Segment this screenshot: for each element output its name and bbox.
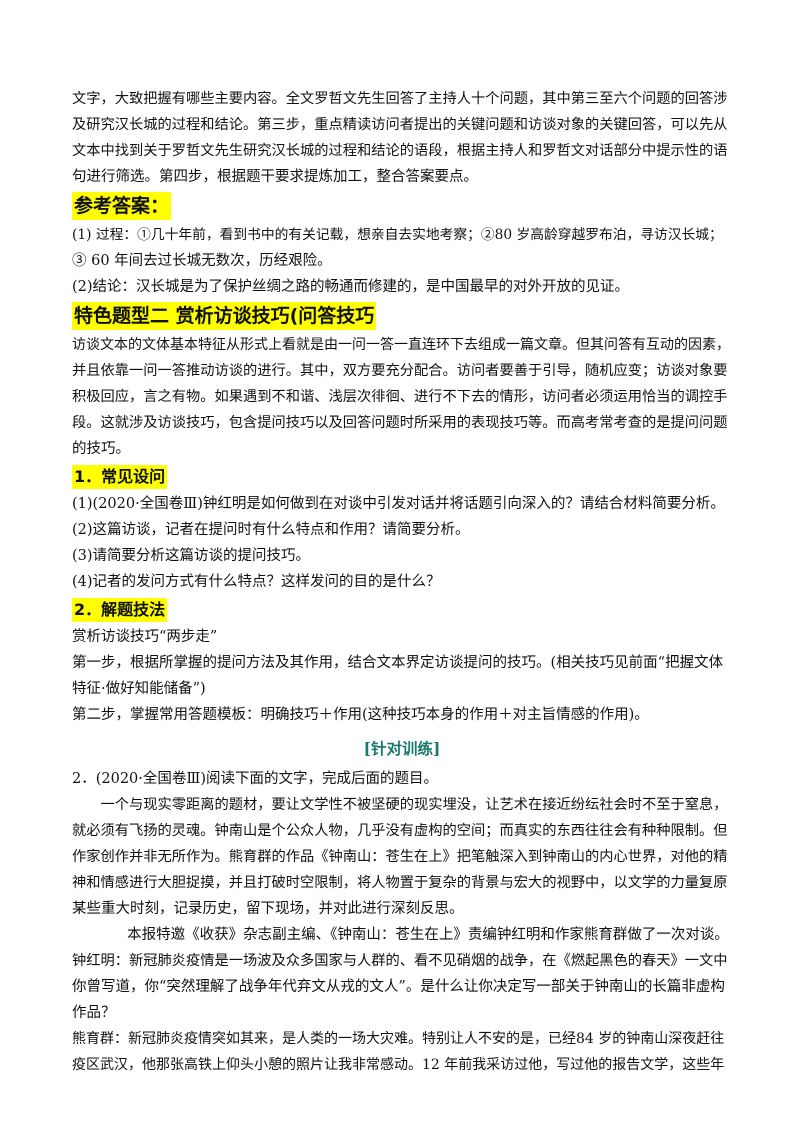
intro-line: 文字，大致把握有哪些主要内容。全文罗哲文先生回答了主持人十个问题，其中第三至六个… bbox=[72, 91, 728, 107]
answer-section: 参考答案： (1) 过程：①几十年前，看到书中的有关记载，想亲自去实地考察；②8… bbox=[72, 190, 732, 300]
passage-line: 作家创作并非无所作为。熊育群的作品《钟南山：苍生在上》把笔触深入到钟南山的内心世… bbox=[72, 849, 728, 865]
training-section: [针对训练] 2．(2020·全国卷Ⅲ)阅读下面的文字，完成后面的题目。 一个与… bbox=[72, 734, 732, 1078]
training-question: 2．(2020·全国卷Ⅲ)阅读下面的文字，完成后面的题目。 bbox=[72, 771, 439, 787]
passage-intro-line: 本报特邀《收获》杂志副主编、《钟南山：苍生在上》责编钟红明和作家熊育群做了一次对… bbox=[127, 927, 729, 943]
passage-line: 一个与现实零距离的题材，要让文学性不被坚硬的现实埋没，让艺术在接近纷纭社会时不至… bbox=[100, 797, 728, 813]
method-line: 赏析访谈技巧“两步走” bbox=[72, 629, 218, 645]
answer-item: (2)结论：汉长城是为了保护丝绸之路的畅通而修建的，是中国最早的对外开放的见证。 bbox=[72, 279, 630, 295]
dialog-line: 作品？ bbox=[72, 1005, 116, 1021]
answer-item: (1) 过程：①几十年前，看到书中的有关记载，想亲自去实地考察；②80 岁高龄穿… bbox=[72, 227, 723, 243]
feature-section: 特色题型二 赏析访谈技巧(问答技巧 访谈文本的文体基本特征从形式上看就是由一问一… bbox=[72, 300, 732, 462]
section-paragraph-line: 积极回应，言之有物。如果遇到不和谐、浅层次徘徊、进行不下去的情形，访问者必须运用… bbox=[72, 389, 728, 405]
common-questions-heading: 1．常见设问 bbox=[72, 465, 168, 489]
dialog-line: 熊育群：新冠肺炎疫情突如其来，是人类的一场大灾难。特别让人不安的是，已经84 岁… bbox=[72, 1031, 725, 1047]
intro-line: 文本中找到关于罗哲文先生研究汉长城的过程和结论的语段，根据主持人和罗哲文对话部分… bbox=[72, 143, 728, 159]
intro-line: 句进行筛选。第四步，根据题干要求提炼加工，整合答案要点。 bbox=[72, 169, 478, 185]
reading-passage: 一个与现实零距离的题材，要让文学性不被坚硬的现实埋没，让艺术在接近纷纭社会时不至… bbox=[72, 792, 732, 1078]
answer-item: ③ 60 年间去过长城无数次，历经艰险。 bbox=[72, 253, 332, 269]
method-line: 特征·做好知能储备”) bbox=[72, 681, 206, 697]
method-heading: 2．解题技法 bbox=[72, 598, 168, 622]
section-heading: 特色题型二 赏析访谈技巧(问答技巧 bbox=[72, 302, 377, 330]
question-item: (1)(2020·全国卷Ⅲ)钟红明是如何做到在对谈中引发对话并将话题引向深入的？… bbox=[72, 496, 725, 512]
section-paragraph-line: 并且依靠一问一答推动访谈的进行。其中，双方要充分配合。访问者要善于引导，随机应变… bbox=[72, 363, 728, 379]
method-line: 第二步，掌握常用答题模板：明确技巧＋作用(这种技巧本身的作用＋对主旨情感的作用)… bbox=[72, 707, 649, 723]
dialog-line: 钟红明：新冠肺炎疫情是一场波及众多国家与人群的、看不见硝烟的战争，在《燃起黑色的… bbox=[72, 953, 728, 969]
passage-line: 神和情感进行大胆捉摸，并且打破时空限制，将人物置于复杂的背景与宏大的视野中，以文… bbox=[72, 875, 728, 891]
section-paragraph-line: 访谈文本的文体基本特征从形式上看就是由一问一答一直连环下去组成一篇文章。但其问答… bbox=[72, 337, 730, 353]
dialog-line: 疫区武汉，他那张高铁上仰头小憩的照片让我非常感动。12 年前我采访过他，写过他的… bbox=[72, 1057, 725, 1073]
passage-line: 就必须有飞扬的灵魂。钟南山是个公众人物，几乎没有虚构的空间；而真实的东西往往会有… bbox=[72, 823, 728, 839]
question-item: (3)请简要分析这篇访谈的提问技巧。 bbox=[72, 548, 311, 564]
intro-line: 及研究汉长城的过程和结论。第三步，重点精读访问者提出的关键问题和访谈对象的关键回… bbox=[72, 117, 728, 133]
section-paragraph-line: 的技巧。 bbox=[72, 441, 130, 457]
question-item: (2)这篇访谈，记者在提问时有什么特点和作用？请简要分析。 bbox=[72, 522, 470, 538]
answer-heading: 参考答案： bbox=[72, 192, 172, 220]
method-section: 2．解题技法 赏析访谈技巧“两步走” 第一步，根据所掌握的提问方法及其作用，结合… bbox=[72, 595, 732, 728]
intro-paragraph: 文字，大致把握有哪些主要内容。全文罗哲文先生回答了主持人十个问题，其中第三至六个… bbox=[72, 86, 732, 190]
common-questions: 1．常见设问 (1)(2020·全国卷Ⅲ)钟红明是如何做到在对谈中引发对话并将话… bbox=[72, 462, 732, 595]
section-paragraph-line: 段。这就涉及访谈技巧，包含提问技巧以及回答问题时所采用的表现技巧等。而高考常考查… bbox=[72, 415, 728, 431]
training-title: [针对训练] bbox=[363, 739, 441, 758]
dialog-line: 你曾写道，你“突然理解了战争年代弃文从戎的文人”。是什么让你决定写一部关于钟南山… bbox=[72, 979, 725, 995]
passage-line: 某些重大时刻，记录历史，留下现场，并对此进行深刻反思。 bbox=[72, 901, 464, 917]
question-item: (4)记者的发问方式有什么特点？这样发问的目的是什么？ bbox=[72, 574, 441, 590]
method-line: 第一步，根据所掌握的提问方法及其作用，结合文本界定访谈提问的技巧。(相关技巧见前… bbox=[72, 655, 724, 671]
